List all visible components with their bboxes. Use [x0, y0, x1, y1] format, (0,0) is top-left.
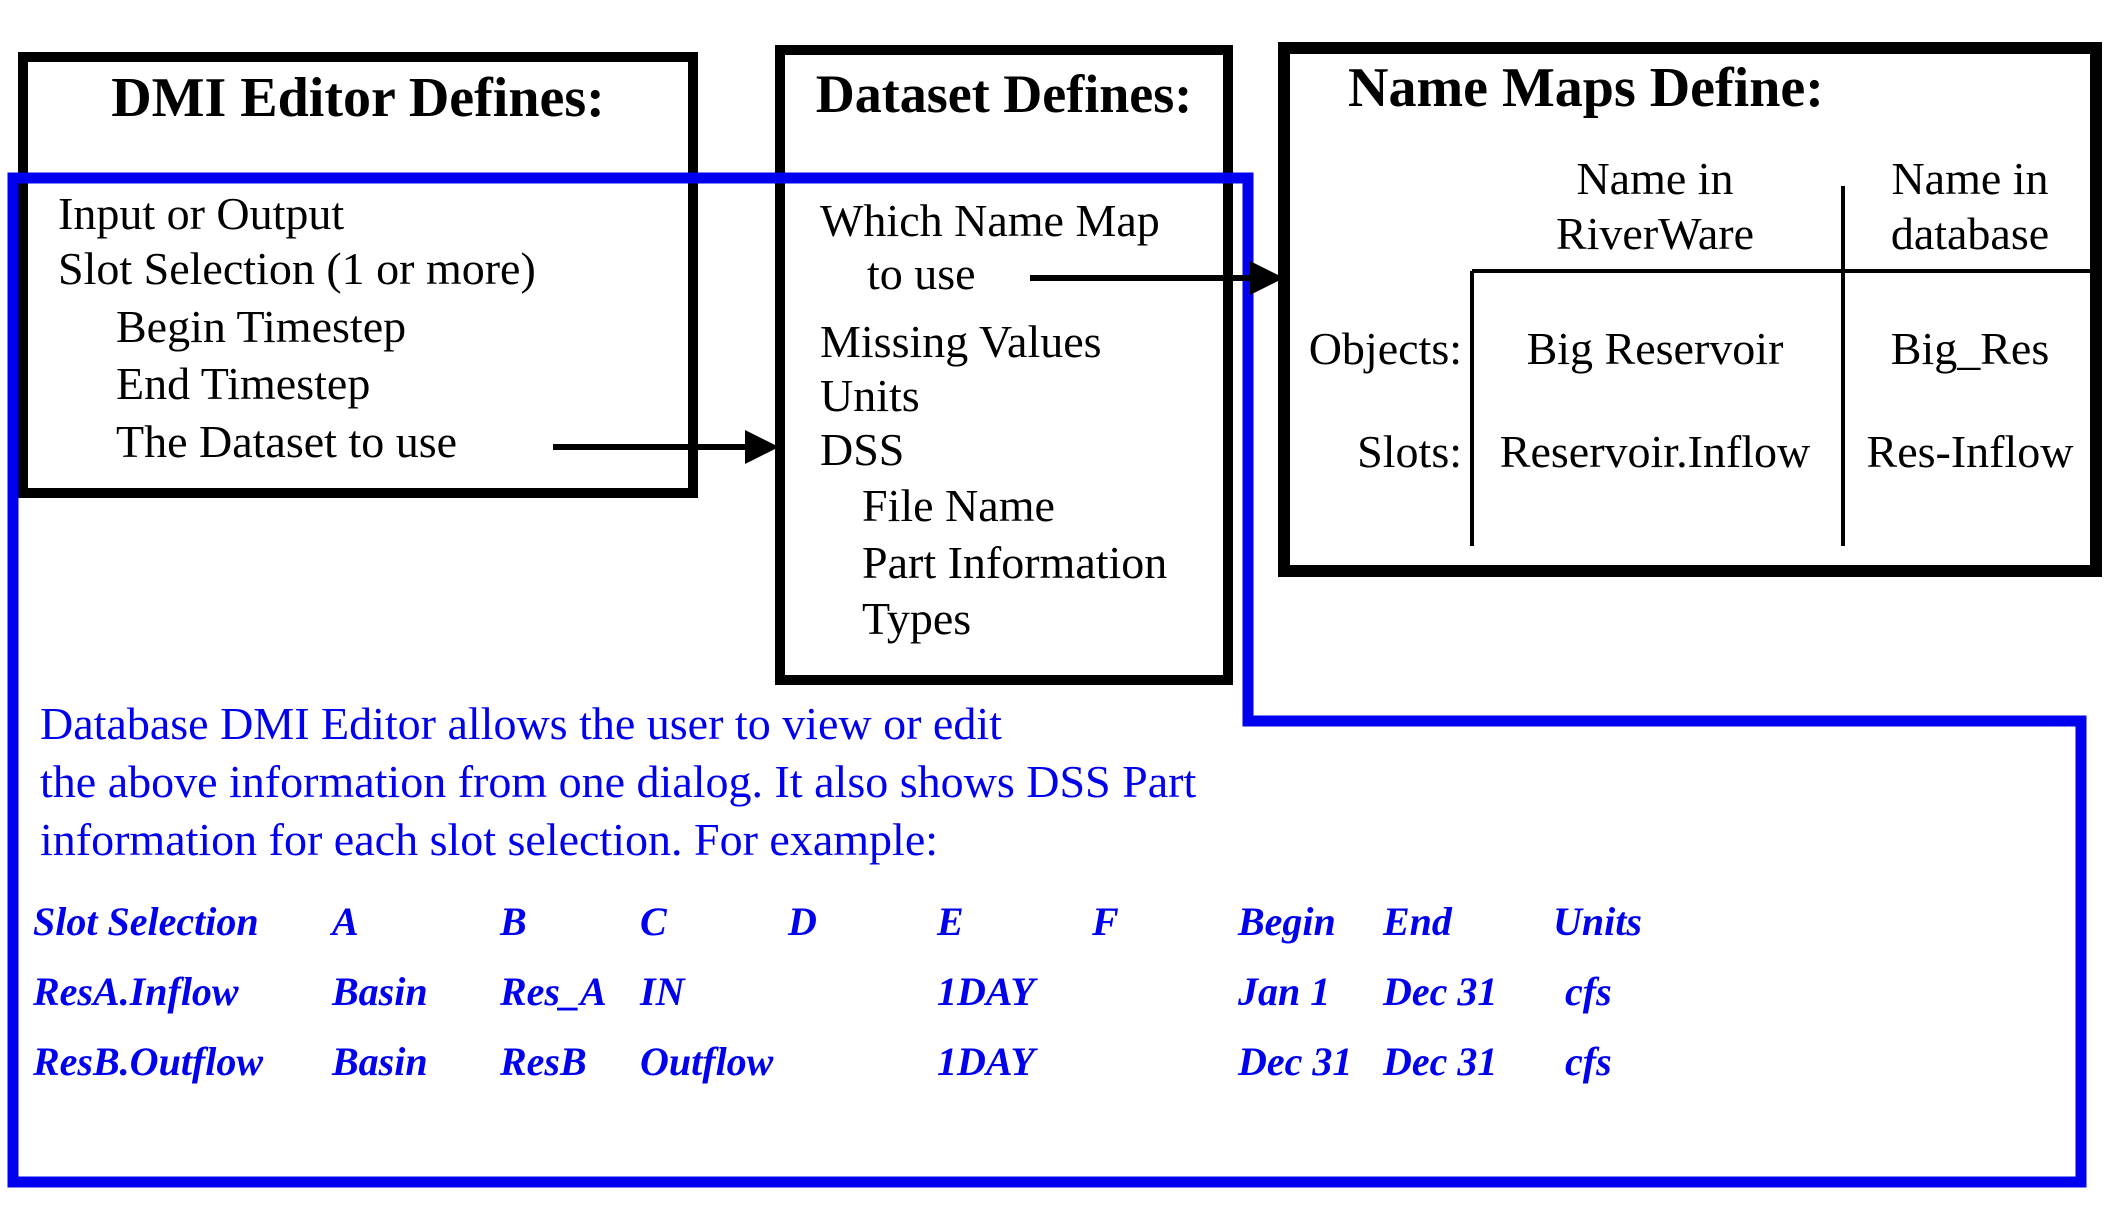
table-cell: cfs	[1565, 1039, 1612, 1084]
table-header-cell: End	[1383, 899, 1452, 944]
table-cell: 1DAY	[937, 969, 1035, 1014]
table-cell: ResB	[500, 1039, 587, 1084]
name-maps-row-objects-label: Objects:	[1308, 323, 1462, 374]
name-maps-box: Name Maps Define: Name in RiverWare Name…	[1278, 42, 2102, 577]
table-header-cell: B	[500, 899, 527, 944]
table-cell: Jan 1	[1238, 969, 1331, 1014]
table-cell: Basin	[332, 969, 428, 1014]
annotation-line: information for each slot selection. For…	[40, 814, 939, 865]
dataset-item-to-use: to use	[867, 248, 976, 299]
dataset-item-dss: DSS	[820, 424, 905, 475]
dmi-editor-item-begin-timestep: Begin Timestep	[116, 301, 407, 352]
table-cell: Dec 31	[1383, 1039, 1498, 1084]
name-maps-row-objects-database: Big_Res	[1890, 323, 2050, 374]
name-maps-col2-header-line1: Name in	[1891, 153, 2049, 204]
name-maps-col2-header-line2: database	[1890, 208, 2050, 259]
name-maps-box-title: Name Maps Define:	[1348, 57, 1824, 119]
table-header-cell: F	[1092, 899, 1119, 944]
annotation-line: the above information from one dialog. I…	[40, 756, 1197, 807]
table-header-cell: A	[332, 899, 359, 944]
dmi-editor-item-input-or-output: Input or Output	[58, 188, 345, 239]
table-cell: Dec 31	[1238, 1039, 1353, 1084]
table-cell: Res_A	[500, 969, 607, 1014]
table-header-cell: Slot Selection	[33, 899, 259, 944]
dataset-item-which-name-map: Which Name Map	[820, 195, 1160, 246]
dmi-editor-item-end-timestep: End Timestep	[116, 358, 371, 409]
table-cell: ResA.Inflow	[33, 969, 239, 1014]
dataset-item-units: Units	[820, 370, 920, 421]
name-maps-row-slots-database: Res-Inflow	[1866, 426, 2074, 477]
table-cell: Basin	[332, 1039, 428, 1084]
dmi-editor-box: DMI Editor Defines: Input or Output Slot…	[18, 52, 698, 498]
annotation-paragraph: Database DMI Editor allows the user to v…	[40, 695, 1196, 869]
table-header-cell: C	[640, 899, 667, 944]
table-header-cell: D	[788, 899, 817, 944]
dataset-arrow-head	[745, 430, 779, 464]
table-header-cell: Begin	[1238, 899, 1336, 944]
table-header-cell: Units	[1553, 899, 1642, 944]
table-cell: IN	[640, 969, 685, 1014]
table-header-cell: E	[937, 899, 964, 944]
table-cell: 1DAY	[937, 1039, 1035, 1084]
table-cell: Outflow	[640, 1039, 774, 1084]
dataset-item-file-name: File Name	[862, 480, 1055, 531]
annotation-line: Database DMI Editor allows the user to v…	[40, 698, 1002, 749]
dataset-box-title: Dataset Defines:	[815, 64, 1193, 124]
table-cell: cfs	[1565, 969, 1612, 1014]
dataset-item-types: Types	[862, 593, 972, 644]
table-cell: Dec 31	[1383, 969, 1498, 1014]
name-maps-row-slots-riverware: Reservoir.Inflow	[1499, 426, 1811, 477]
name-maps-row-slots-label: Slots:	[1357, 426, 1462, 477]
dataset-box: Dataset Defines: Which Name Map to use M…	[775, 45, 1233, 685]
dmi-editor-item-slot-selection: Slot Selection (1 or more)	[58, 243, 536, 294]
dmi-editor-item-dataset-to-use: The Dataset to use	[116, 416, 458, 467]
dataset-item-part-information: Part Information	[862, 537, 1168, 588]
dmi-editor-box-title: DMI Editor Defines:	[111, 67, 605, 129]
table-cell: ResB.Outflow	[33, 1039, 264, 1084]
name-maps-row-objects-riverware: Big Reservoir	[1526, 323, 1784, 374]
name-maps-col1-header-line1: Name in	[1576, 153, 1734, 204]
dataset-item-missing-values: Missing Values	[820, 316, 1102, 367]
name-maps-col1-header-line2: RiverWare	[1555, 208, 1755, 259]
